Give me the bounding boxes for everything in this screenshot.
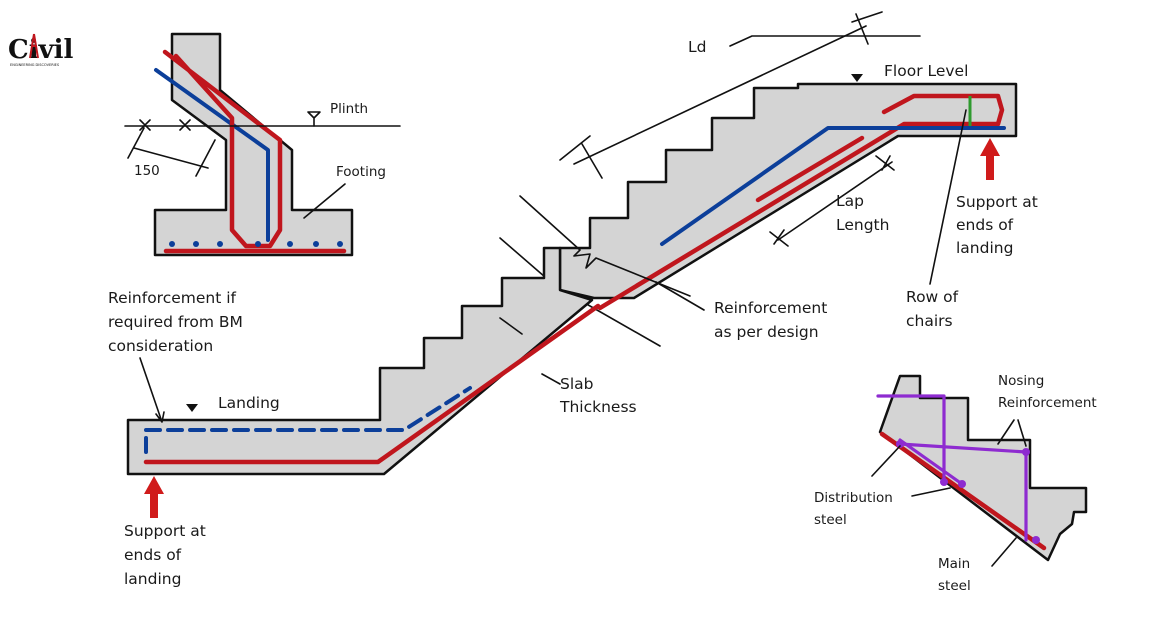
nosing-bar-upper <box>876 394 946 482</box>
footing-detail: Plinth 150 Footing <box>124 32 401 257</box>
support-top-label: Support at ends of landing <box>956 193 1043 257</box>
logo: Civil ENGINEERING DISCOVERIES <box>8 33 74 67</box>
landing-marker-icon <box>186 404 198 412</box>
nosing-detail: Nosing Reinforcement Distribution steel … <box>814 373 1097 594</box>
main-steel-label: Main steel <box>938 556 975 594</box>
ld-dimension-line <box>559 11 883 179</box>
nosing-bar-dots <box>896 440 1040 544</box>
reinforcement-design-label: Reinforcement as per design <box>714 299 832 341</box>
lap-length-bar <box>755 135 865 203</box>
footing-distribution-dots <box>169 241 343 247</box>
lap-length-label: Lap Length <box>836 192 889 234</box>
dimension-150-line <box>127 127 216 177</box>
support-bottom-arrow-icon <box>144 476 164 518</box>
nosing-main-bar <box>879 431 1047 551</box>
footing-top-bar <box>154 68 270 242</box>
reinforcement-bm-label: Reinforcement if required from BM consid… <box>108 289 248 355</box>
footing-label: Footing <box>336 164 386 180</box>
lower-flight: Landing Support at ends of landing Reinf… <box>108 246 637 588</box>
nosing-leader <box>997 419 1027 447</box>
nosing-label: Nosing Reinforcement <box>998 373 1097 411</box>
floor-level-marker-icon <box>851 74 863 82</box>
plinth-marker-icon <box>307 111 321 127</box>
logo-text: Civil <box>8 35 74 65</box>
distribution-leader <box>871 445 951 497</box>
reinforcement-design-leader <box>655 281 705 311</box>
upper-main-bar <box>597 93 1005 311</box>
dimension-150-label: 150 <box>134 163 160 179</box>
logo-subtext: ENGINEERING DISCOVERIES <box>10 63 60 67</box>
break-line-2 <box>519 195 691 297</box>
reinforcement-bm-leader <box>139 357 165 423</box>
footing-leader <box>303 183 346 219</box>
support-top-arrow-icon <box>980 138 1000 180</box>
landing-label: Landing <box>218 394 280 412</box>
slab-thickness-label: Slab Thickness <box>559 375 637 416</box>
lap-length-dimension <box>769 155 895 247</box>
ld-label: Ld <box>688 38 706 56</box>
lower-top-bar <box>144 386 472 454</box>
upper-flight-concrete <box>558 82 1018 300</box>
floor-level-label: Floor Level <box>884 62 968 80</box>
lower-main-bar <box>143 303 601 465</box>
logo-tower-icon <box>29 33 39 59</box>
support-bottom-label: Support at ends of landing <box>124 522 211 588</box>
row-of-chairs-leader <box>929 109 967 285</box>
upper-top-bar <box>660 126 1006 246</box>
row-of-chairs-label: Row of chairs <box>906 288 963 330</box>
distribution-label: Distribution steel <box>814 490 897 528</box>
nosing-concrete <box>878 374 1088 562</box>
main-steel-leader <box>991 537 1017 567</box>
upper-flight: Floor Level Support at ends of landing L… <box>558 11 1043 341</box>
ground-hatch-icon <box>139 119 191 131</box>
plinth-label: Plinth <box>330 101 368 117</box>
slab-thickness-leader <box>499 317 561 385</box>
ld-leader <box>729 35 921 47</box>
nosing-diagonal-bar <box>898 438 964 486</box>
